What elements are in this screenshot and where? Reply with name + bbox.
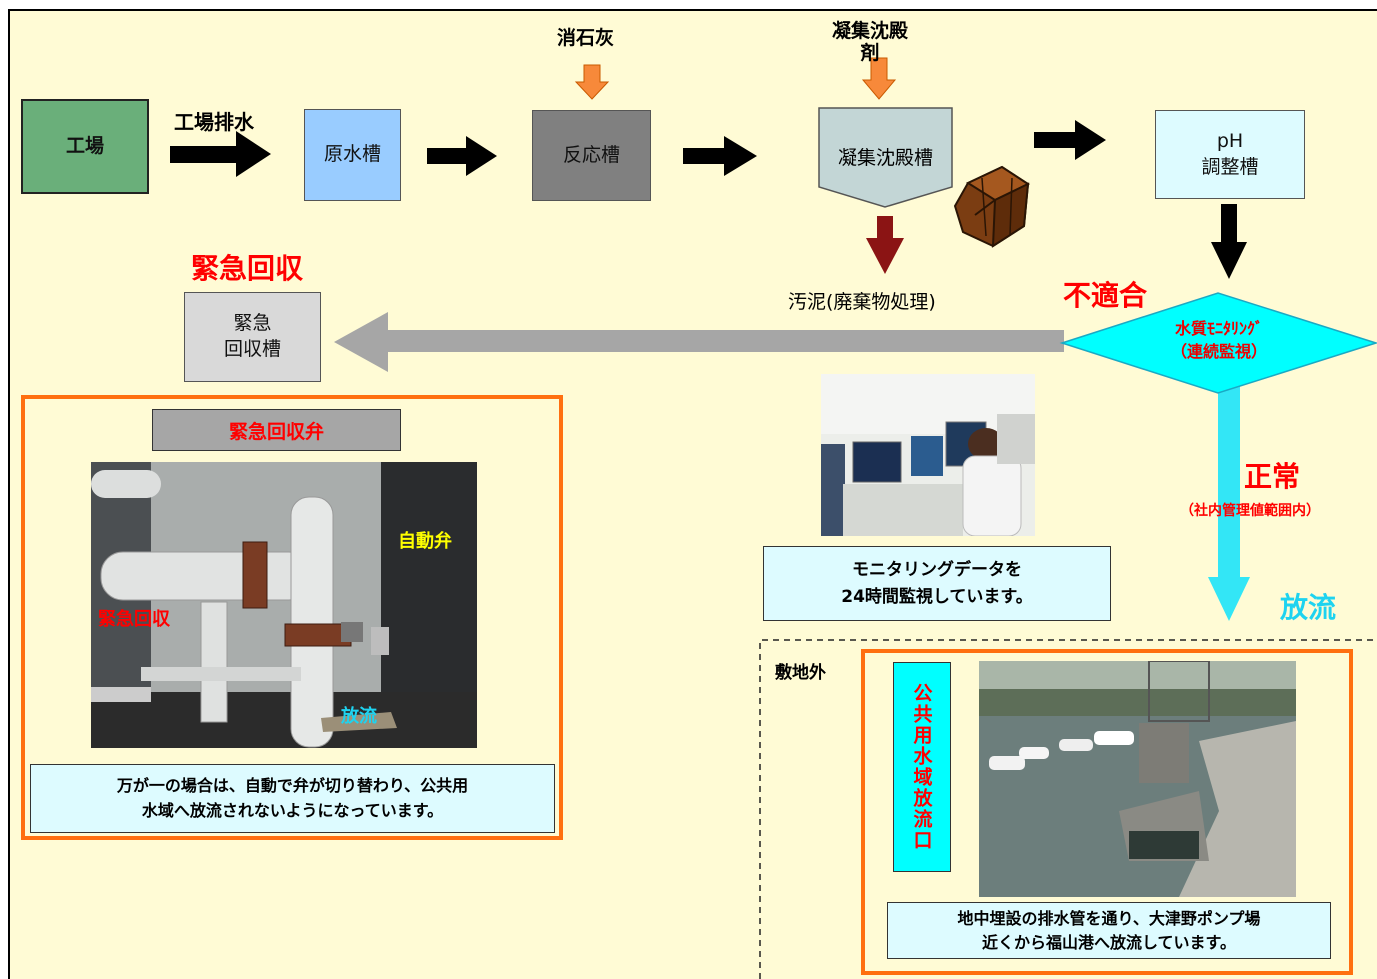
normal-label: 正常 — [1244, 460, 1301, 493]
coag-tank: 凝集沈殿槽 — [818, 107, 953, 208]
coagulant-label: 凝集沈殿 剤 — [832, 20, 909, 65]
factory-box: 工場 — [21, 99, 149, 194]
valve-caption: 万が一の場合は、自動で弁が切り替わり、公共用 水域へ放流されないようになっていま… — [30, 764, 555, 833]
emergency-tank-label: 緊急 回収槽 — [223, 312, 281, 360]
discharge-arrow — [1208, 378, 1250, 621]
arrow-reaction-to-coag — [683, 136, 757, 176]
monitoring-diamond — [1059, 292, 1377, 394]
monitoring-label: 水質ﾓﾆﾀﾘﾝｸﾞ （連続監視） — [1131, 317, 1307, 363]
coagulant-label-line2: 剤 — [860, 41, 880, 64]
outside-boundary — [759, 639, 1377, 979]
factory-label: 工場 — [65, 134, 104, 157]
monitoring-label-line1: 水質ﾓﾆﾀﾘﾝｸﾞ — [1174, 319, 1263, 338]
auto-valve-label: 自動弁 — [398, 531, 452, 552]
coag-tank-label: 凝集沈殿槽 — [837, 147, 933, 169]
monitoring-photo-illustration — [821, 374, 1035, 536]
valve-section — [21, 395, 563, 840]
sludge-label: 汚泥(廃棄物処理) — [788, 291, 936, 313]
public-outlet-label: 公共用水域放流口 — [893, 662, 951, 872]
valve-photo-illustration — [91, 462, 477, 748]
coagulant-arrow — [861, 57, 897, 100]
sludge-cube-icon — [953, 165, 1031, 248]
lime-arrow — [574, 64, 610, 100]
outside-section — [861, 649, 1353, 975]
emergency-tank: 緊急 回収槽 — [184, 292, 321, 382]
arrow-raw-to-reaction — [427, 136, 497, 176]
slaked-lime-label: 消石灰 — [557, 27, 615, 49]
sludge-arrow — [866, 216, 904, 274]
normal-sub-label: （社内管理値範囲内） — [1180, 503, 1320, 519]
ph-down-arrow — [1211, 204, 1247, 279]
ph-adjust-tank-label: pH 調整槽 — [1201, 129, 1259, 178]
arrow-coag-to-ph — [1034, 120, 1106, 160]
coagulant-label-line1: 凝集沈殿 — [832, 20, 909, 42]
valve-section-title: 緊急回収弁 — [152, 409, 401, 451]
outlet-photo-illustration — [979, 661, 1296, 897]
discharge-label: 放流 — [1280, 591, 1337, 624]
emergency-arrow — [334, 312, 1064, 372]
arrow-factory-to-raw — [170, 131, 271, 177]
outside-label: 敷地外 — [775, 663, 826, 683]
outlet-photo — [979, 661, 1296, 897]
nonconform-label: 不適合 — [1063, 279, 1148, 312]
monitoring-photo — [821, 374, 1035, 536]
valve-emergency-label: 緊急回収 — [98, 609, 170, 630]
ph-adjust-tank: pH 調整槽 — [1155, 110, 1305, 199]
raw-water-tank: 原水槽 — [304, 109, 401, 201]
emergency-recovery-title: 緊急回収 — [191, 252, 304, 285]
valve-discharge-label: 放流 — [341, 706, 377, 727]
raw-water-tank-label: 原水槽 — [323, 143, 381, 166]
wastewater-label: 工場排水 — [174, 110, 254, 134]
coag-tank-shape — [818, 107, 953, 208]
monitoring-label-line2: （連続監視） — [1170, 342, 1267, 362]
monitoring-caption: モニタリングデータを 24時間監視しています。 — [763, 546, 1111, 621]
reaction-tank-label: 反応槽 — [562, 143, 620, 166]
outlet-caption: 地中埋設の排水管を通り、大津野ポンプ場 近くから福山港へ放流しています。 — [887, 902, 1331, 959]
reaction-tank: 反応槽 — [532, 110, 651, 201]
valve-photo: 自動弁 緊急回収 放流 — [91, 462, 477, 748]
